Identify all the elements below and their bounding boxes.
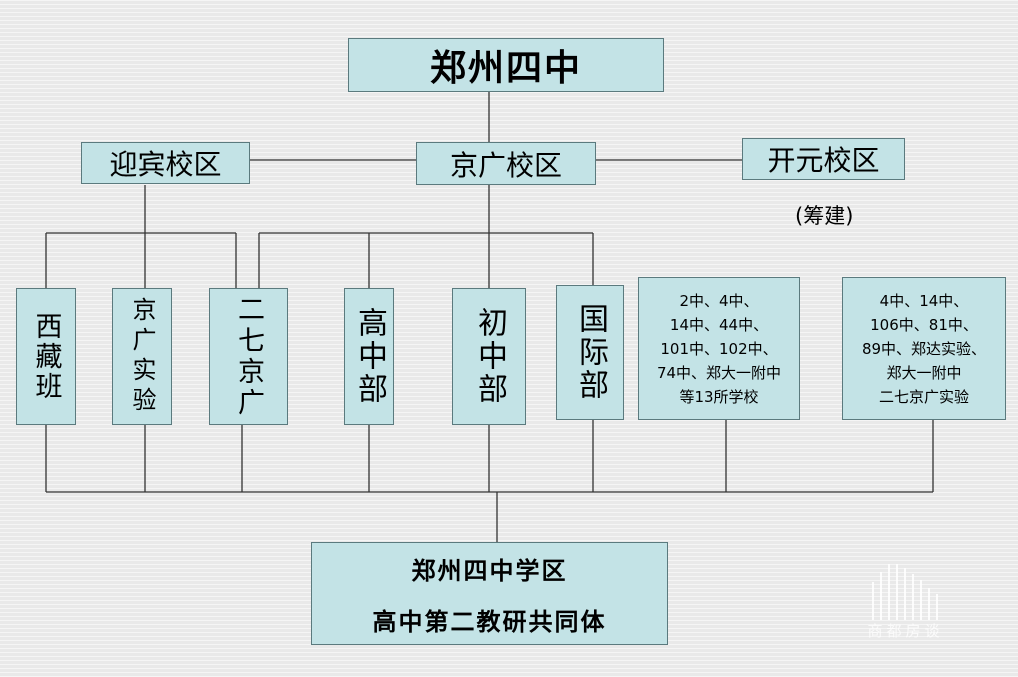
unit-gaozhong-box: 高中部 [344, 288, 394, 425]
partner-group-2-line: 4中、14中、 [879, 291, 969, 310]
partner-group-1-line: 101中、102中、 [660, 339, 778, 358]
campus-kaiyuan-label: 开元校区 [767, 144, 880, 177]
unit-chuzhong-box: 初中部 [452, 288, 526, 425]
unit-xizang-label: 西藏班 [30, 311, 62, 402]
top-school-title: 郑州四中 [429, 48, 582, 89]
unit-jingguang-shiyan-label: 京广实验 [128, 296, 156, 417]
campus-jingguang-box: 京广校区 [416, 142, 596, 185]
unit-guoji-box: 国际部 [556, 285, 624, 420]
district-title: 郑州四中学区 [411, 556, 568, 585]
campus-kaiyuan-note: (筹建) [795, 204, 854, 228]
watermark-buildings-icon [872, 564, 938, 620]
partner-group-2-box: 4中、14中、 106中、81中、 89中、郑达实验、 郑大一附中 二七京广实验 [842, 277, 1006, 420]
district-subtitle: 高中第二教研共同体 [372, 607, 607, 636]
campus-jingguang-label: 京广校区 [449, 148, 562, 182]
partner-group-1-line: 74中、郑大一附中 [656, 363, 782, 382]
watermark-logo: 商都房谈 [853, 560, 958, 642]
partner-group-1-line: 14中、44中、 [669, 315, 769, 334]
partner-group-1-box: 2中、4中、 14中、44中、 101中、102中、 74中、郑大一附中 等13… [638, 277, 800, 420]
unit-xizang-box: 西藏班 [16, 288, 76, 425]
campus-yingbin-label: 迎宾校区 [109, 148, 222, 181]
unit-erqi-jingguang-label: 二七京广 [233, 294, 264, 419]
watermark-text: 商都房谈 [867, 622, 944, 640]
partner-group-2-line: 二七京广实验 [878, 387, 969, 406]
partner-group-1-line: 2中、4中、 [679, 291, 759, 310]
partner-group-2-list: 4中、14中、 106中、81中、 89中、郑达实验、 郑大一附中 二七京广实验 [862, 289, 986, 409]
partner-group-1-list: 2中、4中、 14中、44中、 101中、102中、 74中、郑大一附中 等13… [657, 289, 781, 409]
partner-group-2-line: 89中、郑达实验、 [861, 339, 987, 358]
unit-gaozhong-label: 高中部 [352, 307, 387, 406]
campus-yingbin-box: 迎宾校区 [81, 142, 250, 184]
partner-group-2-line: 106中、81中、 [870, 315, 978, 334]
unit-chuzhong-label: 初中部 [472, 307, 507, 406]
unit-erqi-jingguang-box: 二七京广 [209, 288, 288, 425]
top-school-box: 郑州四中 [348, 38, 664, 92]
unit-guoji-label: 国际部 [573, 303, 608, 402]
district-box: 郑州四中学区 高中第二教研共同体 [311, 542, 668, 645]
campus-kaiyuan-box: 开元校区 [742, 138, 905, 180]
partner-group-1-line: 等13所学校 [679, 387, 759, 406]
partner-group-2-line: 郑大一附中 [886, 363, 962, 382]
unit-jingguang-shiyan-box: 京广实验 [112, 288, 172, 425]
